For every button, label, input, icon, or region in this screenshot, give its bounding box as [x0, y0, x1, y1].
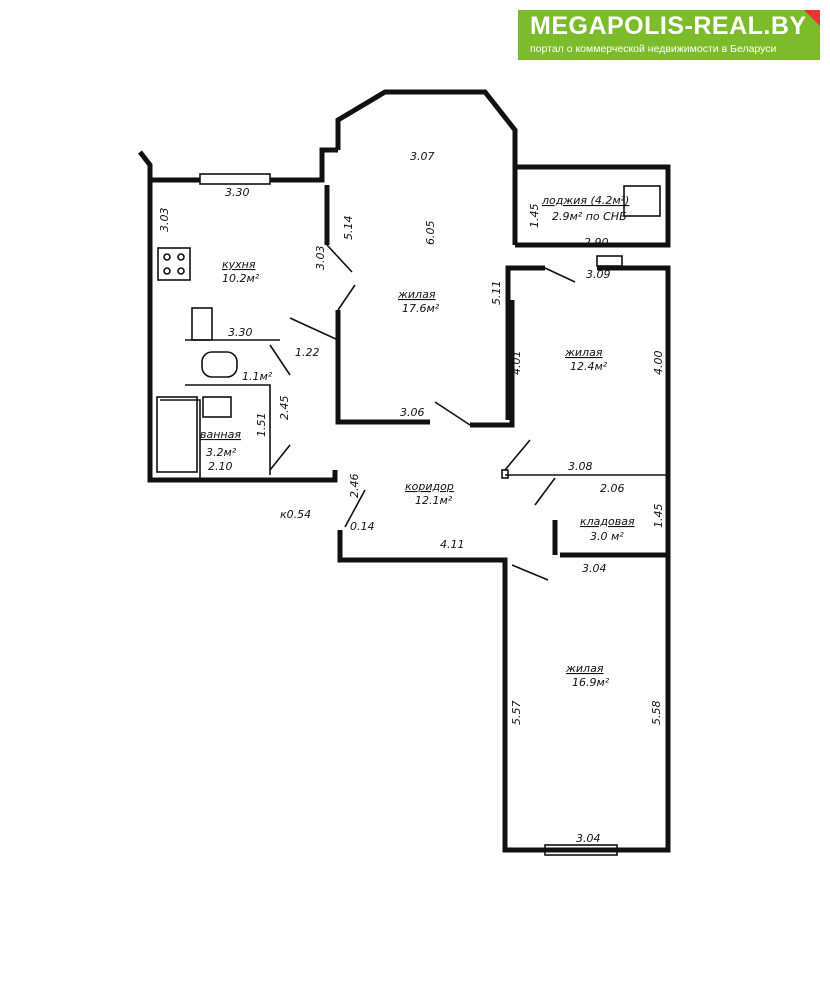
- site-logo[interactable]: MEGAPOLIS-REAL.BY портал о коммерческой …: [518, 10, 820, 60]
- living1-area: 17.6м²: [402, 302, 440, 315]
- dim: 0.14: [350, 520, 375, 533]
- living2-area: 12.4м²: [570, 360, 608, 373]
- toilet-icon: [201, 351, 238, 378]
- dim: 1.45: [652, 504, 665, 529]
- corridor-name: коридор: [405, 480, 454, 493]
- dim: 1.22: [295, 346, 320, 359]
- dim: 3.09: [586, 268, 611, 281]
- logo-corner: [804, 10, 820, 26]
- room3-window: [544, 844, 618, 856]
- kitchen-name: кухня: [222, 258, 256, 271]
- dim: 3.04: [576, 832, 601, 845]
- dim: 3.06: [400, 406, 425, 419]
- dim: 1.45: [528, 204, 541, 229]
- dim: 5.58: [650, 701, 663, 726]
- dim: 4.01: [510, 351, 523, 376]
- stove-icon: [157, 247, 191, 281]
- dim: 4.11: [440, 538, 465, 551]
- dim: 2.45: [278, 396, 291, 421]
- dim: 2.90: [584, 236, 609, 249]
- dim: 3.30: [225, 186, 250, 199]
- loggia-door: [596, 255, 623, 267]
- loggia-fixture: [623, 185, 661, 217]
- fixtures: [156, 247, 509, 479]
- dim: 5.11: [490, 281, 503, 306]
- vent-shaft: [191, 307, 213, 341]
- kitchen-area: 10.2м²: [222, 272, 260, 285]
- dim: 1.51: [255, 413, 268, 438]
- dim: 2.06: [600, 482, 625, 495]
- dim: 2.46: [348, 474, 361, 499]
- logo-title: MEGAPOLIS-REAL.BY: [530, 12, 807, 40]
- living1-name: жилая: [397, 288, 436, 301]
- corridor-area: 12.1м²: [415, 494, 453, 507]
- storage-area: 3.0 м²: [590, 530, 624, 543]
- bath-name: ванная: [200, 428, 241, 441]
- loggia-area: 2.9м² по СНБ: [552, 210, 627, 223]
- doors: [269, 244, 576, 581]
- dim: 3.30: [228, 326, 253, 339]
- bath-area: 3.2м²: [206, 446, 237, 459]
- dim: 3.03: [314, 246, 327, 271]
- dim: 2.10: [208, 460, 233, 473]
- dim: 6.05: [424, 221, 437, 246]
- bathtub-icon: [156, 396, 198, 473]
- dim: 5.14: [342, 216, 355, 241]
- loggia-name: лоджия (4.2м²): [541, 194, 629, 207]
- storage-name: кладовая: [580, 515, 635, 528]
- dim: 3.04: [582, 562, 607, 575]
- logo-subtitle: портал о коммерческой недвижимости в Бел…: [530, 43, 777, 55]
- dim: 3.08: [568, 460, 593, 473]
- living3-name: жилая: [565, 662, 604, 675]
- sink-icon: [202, 396, 232, 418]
- living3-area: 16.9м²: [572, 676, 610, 689]
- walls: [138, 89, 671, 856]
- dim: 4.00: [652, 351, 665, 376]
- dim: 3.07: [410, 150, 435, 163]
- dim: к0.54: [280, 508, 311, 521]
- column: [501, 469, 509, 479]
- living2-name: жилая: [564, 346, 603, 359]
- dim: 5.57: [510, 701, 523, 726]
- dim: 3.03: [158, 208, 171, 233]
- dimensions: 3.30 3.03 3.03 3.30 1.22 2.45 1.51 2.10 …: [158, 150, 665, 845]
- kitchen-window: [199, 173, 271, 185]
- wc-area: 1.1м²: [242, 370, 273, 383]
